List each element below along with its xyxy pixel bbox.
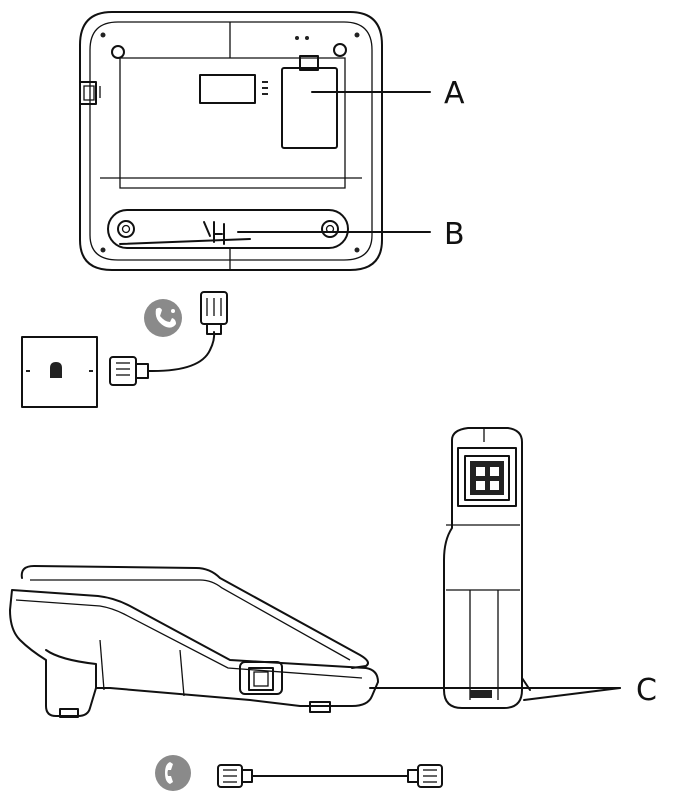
phone-jack-connector-icon — [144, 299, 182, 337]
callout-c-label: C — [636, 673, 657, 708]
handset-cord — [217, 764, 443, 788]
callout-a-label: A — [444, 76, 465, 111]
telephone-line-cord — [109, 291, 228, 386]
callout-a: A — [311, 76, 465, 111]
handset-icon — [155, 755, 191, 791]
callout-b-label: B — [444, 217, 465, 252]
callout-c: C — [369, 673, 657, 708]
callout-b: B — [237, 217, 465, 252]
wall-mount-bracket — [107, 209, 349, 270]
base-unit-side-view — [9, 565, 379, 718]
battery-compartment — [281, 55, 338, 149]
handset-upright — [443, 427, 531, 709]
base-unit-underside — [79, 11, 383, 271]
wall-socket — [21, 336, 98, 408]
